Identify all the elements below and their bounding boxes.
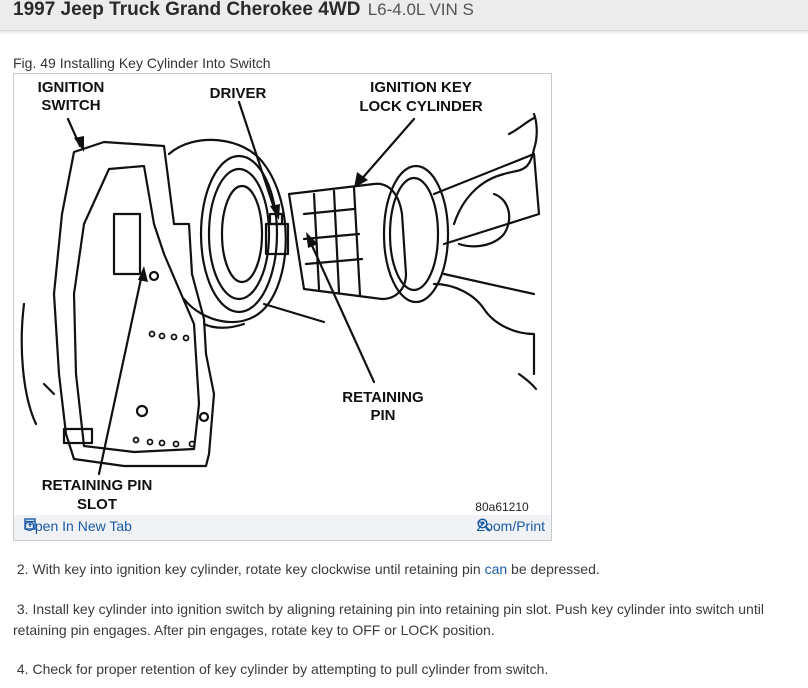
figure-code: 80a61210 [475,500,529,514]
zoom-print-label: Zoom/Print [476,518,545,534]
figure-frame: IGNITION SWITCH DRIVER IGNITION KEY LOCK… [13,73,552,541]
page-header: 1997 Jeep Truck Grand Cherokee 4WD L6-4.… [0,0,808,31]
switch-inner-plate [72,164,201,454]
label-retaining-pin-2: PIN [370,407,395,424]
ignition-diagram: IGNITION SWITCH DRIVER IGNITION KEY LOCK… [20,79,541,514]
lock-cylinder [287,182,408,301]
label-ignition-switch-1: IGNITION [38,79,105,96]
figure-toolbar: Open In New Tab Zoom/Print [14,515,551,540]
open-new-tab-icon [24,518,36,530]
label-lock-cylinder-2: LOCK CYLINDER [359,98,483,115]
zoom-in-icon [476,518,491,532]
step-2-link-can[interactable]: can [484,561,508,577]
vehicle-title: 1997 Jeep Truck Grand Cherokee 4WD L6-4.… [13,0,474,21]
vehicle-name: 1997 Jeep Truck Grand Cherokee 4WD [13,0,361,20]
zoom-print-link[interactable]: Zoom/Print [477,518,545,534]
switch-housing [52,140,216,468]
label-ignition-switch-2: SWITCH [41,97,100,114]
engine-subtitle: L6-4.0L VIN S [367,0,474,19]
label-retaining-pin-1: RETAINING [342,389,423,406]
step-2: 2. With key into ignition key cylinder, … [13,559,798,580]
step-3-text: 3. Install key cylinder into ignition sw… [13,601,764,638]
step-2-text-before: 2. With key into ignition key cylinder, … [16,561,485,577]
label-pin-slot-2: SLOT [77,496,117,513]
hand [452,112,538,226]
open-new-tab-link[interactable]: Open In New Tab [24,518,132,534]
label-driver: DRIVER [210,85,267,102]
label-pin-slot-1: RETAINING PIN [42,477,153,494]
open-new-tab-label: Open In New Tab [24,518,132,534]
step-4-text: 4. Check for proper retention of key cyl… [16,661,549,677]
step-2-text-after: be depressed. [507,561,600,577]
switch-barrel [167,138,287,324]
figure-caption: Fig. 49 Installing Key Cylinder Into Swi… [13,55,271,71]
step-3: 3. Install key cylinder into ignition sw… [13,599,798,641]
step-4: 4. Check for proper retention of key cyl… [13,659,798,680]
label-lock-cylinder-1: IGNITION KEY [370,79,472,96]
